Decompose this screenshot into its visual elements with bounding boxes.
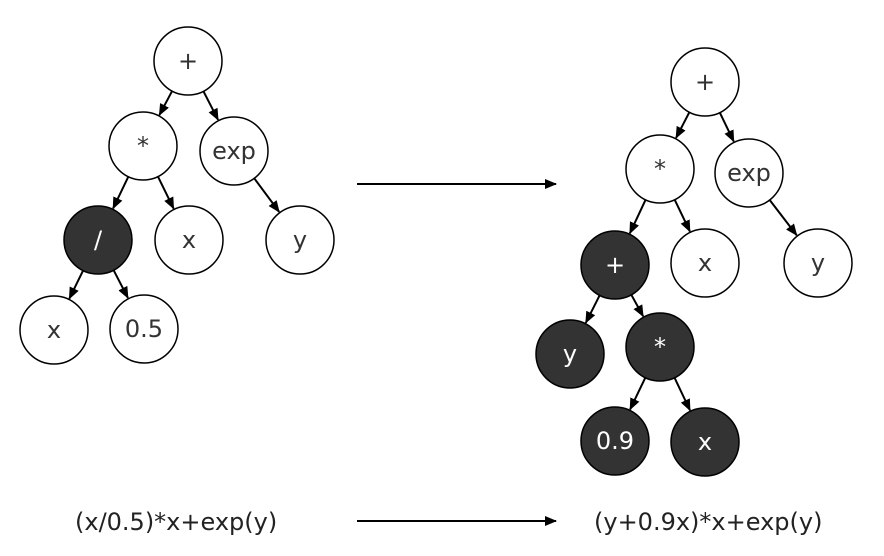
left-node-circle xyxy=(265,205,335,275)
right-node-m3: + xyxy=(580,230,650,300)
left-node-label: 0.5 xyxy=(125,315,163,343)
left-node-label: y xyxy=(293,226,307,254)
left-edge-n0-n1 xyxy=(158,90,173,116)
right-node-circle xyxy=(625,312,695,382)
right-edge-m7-m8 xyxy=(629,377,647,411)
right-node-m8: 0.9 xyxy=(580,406,650,476)
left-node-n7: 0.5 xyxy=(109,294,179,364)
left-node-n5: y xyxy=(265,205,335,275)
left-node-circle xyxy=(153,26,223,96)
right-node-label: + xyxy=(695,68,715,96)
left-node-label: x xyxy=(47,316,61,344)
left-node-circle xyxy=(108,111,178,181)
left-node-circle xyxy=(109,294,179,364)
right-node-m0: + xyxy=(670,47,740,117)
right-node-label: 0.9 xyxy=(596,427,634,455)
right-node-m4: x xyxy=(670,228,740,298)
left-node-circle xyxy=(63,205,133,275)
left-node-n4: x xyxy=(154,205,224,275)
right-node-label: x xyxy=(698,249,712,277)
left-node-label: * xyxy=(137,132,149,160)
right-node-label: * xyxy=(654,155,666,183)
right-node-circle xyxy=(535,319,605,389)
right-node-circle xyxy=(670,407,740,477)
right-node-label: * xyxy=(654,333,666,361)
right-node-circle xyxy=(714,138,784,208)
left-edge-n3-n6 xyxy=(68,270,84,300)
left-node-circle xyxy=(154,205,224,275)
right-node-circle xyxy=(625,134,695,204)
left-node-n0: + xyxy=(153,26,223,96)
right-edge-m1-m3 xyxy=(628,199,647,235)
right-edge-m0-m1 xyxy=(675,111,691,139)
left-node-n6: x xyxy=(19,295,89,365)
right-node-m2: exp xyxy=(714,138,784,208)
right-edge-m7-m9 xyxy=(673,377,691,412)
right-node-m6: y xyxy=(535,319,605,389)
right-node-label: y xyxy=(563,340,577,368)
right-node-label: + xyxy=(605,251,625,279)
left-edge-n1-n3 xyxy=(112,176,130,210)
right-edge-m3-m6 xyxy=(584,294,601,324)
left-node-circle xyxy=(199,116,269,186)
left-node-label: x xyxy=(182,226,196,254)
right-edge-m2-m5 xyxy=(768,199,798,237)
right-node-m5: y xyxy=(783,228,853,298)
right-node-label: x xyxy=(698,428,712,456)
right-node-circle xyxy=(580,230,650,300)
left-edge-n3-n7 xyxy=(112,269,129,299)
right-node-label: y xyxy=(811,249,825,277)
right-edge-m0-m2 xyxy=(718,112,735,143)
right-node-m9: x xyxy=(670,407,740,477)
right-edge-m3-m7 xyxy=(630,294,645,318)
right-node-circle xyxy=(670,228,740,298)
right-node-label: exp xyxy=(727,159,771,187)
left-edge-n0-n2 xyxy=(202,90,219,121)
left-edge-n2-n5 xyxy=(253,177,280,213)
right-edge-m1-m4 xyxy=(673,199,691,233)
right-node-m7: * xyxy=(625,312,695,382)
left-node-n3: / xyxy=(63,205,133,275)
left-node-circle xyxy=(19,295,89,365)
right-node-m1: * xyxy=(625,134,695,204)
left-node-label: exp xyxy=(212,137,256,165)
right-node-circle xyxy=(580,406,650,476)
left-node-n2: exp xyxy=(199,116,269,186)
right-node-circle xyxy=(670,47,740,117)
left-node-n1: * xyxy=(108,111,178,181)
right-node-circle xyxy=(783,228,853,298)
expression-before: (x/0.5)*x+exp(y) xyxy=(75,508,277,536)
left-edge-n1-n4 xyxy=(157,176,175,210)
tree-nodes: + * exp / x y x 0.5 + * exp + x y y * 0.9 x xyxy=(19,26,853,477)
left-node-label: / xyxy=(94,226,103,254)
left-node-label: + xyxy=(178,47,198,75)
expression-after: (y+0.9x)*x+exp(y) xyxy=(594,508,822,536)
tree-edges xyxy=(68,90,798,412)
